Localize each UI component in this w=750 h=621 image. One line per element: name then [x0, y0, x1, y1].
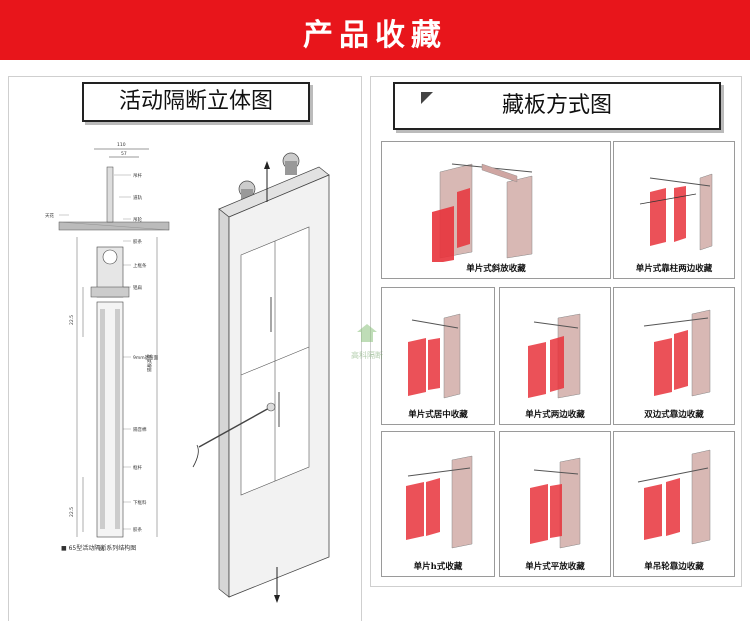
label-top-frame: 上框条	[133, 262, 147, 269]
storage-tile-6: 单片式平放收藏	[499, 431, 611, 577]
storage-panel-title: 藏板方式图	[393, 82, 721, 130]
storage-illustration-6	[530, 457, 581, 549]
structure-panel: 活动隔断立体图 110 57 22.5 22.5 隔板高度 65	[8, 76, 362, 621]
storage-tile-5: 单片h式收藏	[381, 431, 495, 577]
storage-illustration-3	[528, 313, 581, 399]
header-banner: 产品收藏	[0, 0, 750, 60]
storage-tile-2: 单片式居中收藏	[381, 287, 495, 425]
watermark-text: 高科隔断	[351, 351, 383, 360]
label-aluminum: 铝扁	[133, 284, 142, 291]
label-base-board: 9mm基层面	[133, 354, 159, 361]
storage-illustration-4	[643, 309, 711, 397]
structure-panel-title: 活动隔断立体图	[82, 82, 310, 122]
storage-tile-label-4: 双边式靠边收藏	[644, 410, 704, 420]
storage-illustration-1	[639, 173, 713, 251]
storage-tile-7: 单吊轮靠边收藏	[613, 431, 735, 577]
dim-top-2: 57	[121, 151, 127, 157]
label-ceiling: 天花	[45, 212, 54, 219]
storage-tile-3: 单片式两边收藏	[499, 287, 611, 425]
drawing-caption: ■ 65型活动隔断系列结构图	[61, 545, 137, 552]
label-roller: 吊轮	[133, 216, 142, 223]
panel-3d-drawing	[192, 152, 330, 603]
label-frame-rod: 框杆	[133, 464, 142, 471]
label-bottom-frame: 下框料	[133, 499, 147, 506]
label-insulation: 隔音棉	[133, 426, 147, 433]
storage-tile-1: 单片式靠柱两边收藏	[613, 141, 735, 279]
storage-illustration-5	[406, 455, 473, 549]
storage-illustration-7	[637, 449, 711, 545]
dim-side-1: 22.5	[69, 315, 75, 325]
dim-bottom: 65	[99, 547, 105, 553]
brand-watermark: 高科隔断	[339, 322, 395, 370]
storage-illustration-0	[432, 163, 533, 262]
storage-tile-4: 双边式靠边收藏	[613, 287, 735, 425]
storage-panel-title-text: 藏板方式图	[501, 93, 612, 118]
banner-title: 产品收藏	[303, 18, 447, 53]
storage-tile-label-5: 单片h式收藏	[413, 562, 463, 572]
dim-side-2: 22.5	[69, 507, 75, 517]
storage-tile-0: 单片式斜放收藏	[381, 141, 611, 279]
storage-tile-label-7: 单吊轮靠边收藏	[644, 562, 704, 572]
storage-tile-label-2: 单片式居中收藏	[408, 410, 468, 420]
house-logo-icon	[357, 324, 377, 342]
storage-tile-label-6: 单片式平放收藏	[525, 562, 585, 572]
corner-mark-icon	[421, 92, 433, 104]
dim-top-1: 110	[117, 142, 126, 148]
storage-tile-label-1: 单片式靠柱两边收藏	[635, 264, 713, 274]
cross-section-drawing: 110 57 22.5 22.5 隔板高度 65 天花 吊杆	[45, 142, 170, 553]
storage-illustration-2	[408, 313, 461, 399]
label-seal-2: 胶条	[133, 526, 142, 533]
label-seal-1: 胶条	[133, 238, 142, 245]
storage-panel: 藏板方式图 单片式斜放收藏 单片式靠柱两边收藏	[370, 76, 742, 587]
storage-tile-label-3: 单片式两边收藏	[525, 410, 585, 420]
label-track: 道轨	[133, 194, 142, 201]
storage-tile-label-0: 单片式斜放收藏	[466, 264, 526, 274]
label-rod: 吊杆	[133, 172, 142, 179]
dim-mid-label: 隔板高度	[146, 354, 153, 372]
